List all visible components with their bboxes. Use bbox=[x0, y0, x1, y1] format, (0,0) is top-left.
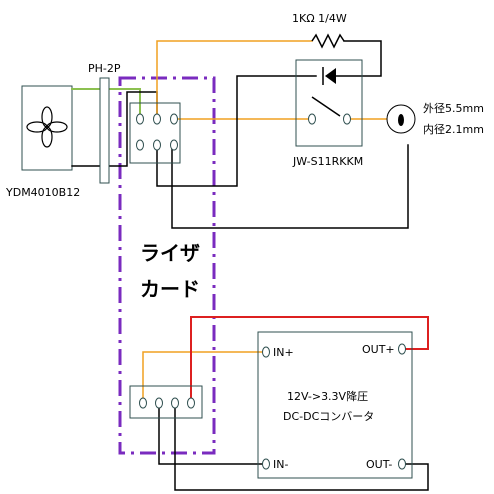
bottom-pin-3 bbox=[171, 397, 179, 409]
resistor-to-led-wire bbox=[335, 40, 382, 77]
riser-label-1: ライザ bbox=[140, 241, 200, 265]
bottom-pin-2 bbox=[155, 397, 163, 409]
bottom-pin-4 bbox=[187, 397, 195, 409]
jack-inner-label: 内径2.1mm bbox=[423, 122, 484, 136]
fan bbox=[21, 85, 73, 171]
led-to-pin-wire bbox=[156, 75, 317, 187]
in-plus-label: IN+ bbox=[273, 346, 294, 359]
top-pin-6 bbox=[170, 139, 178, 151]
riser-top-connector bbox=[129, 102, 181, 164]
in-minus-label: IN- bbox=[273, 458, 288, 471]
fan-model-label: YDM4010B12 bbox=[5, 186, 80, 199]
fan-icon bbox=[26, 106, 68, 148]
riser-card-outline bbox=[118, 76, 216, 455]
switch-box bbox=[295, 59, 363, 147]
out-minus-label: OUT- bbox=[366, 458, 392, 471]
out-plus-label: OUT+ bbox=[362, 343, 395, 356]
dc-jack-pin bbox=[398, 114, 404, 126]
out-minus-terminal bbox=[398, 458, 406, 470]
out-minus-wire bbox=[174, 402, 429, 491]
led-triangle bbox=[325, 68, 336, 84]
switch-terminal-right bbox=[343, 113, 351, 125]
riser-label-2: カード bbox=[140, 277, 200, 301]
top-pin-1 bbox=[136, 113, 144, 125]
resistor-icon bbox=[311, 33, 345, 49]
switch-lever bbox=[311, 96, 341, 117]
fan-green-wire bbox=[71, 88, 141, 120]
switch-terminal-left bbox=[308, 113, 316, 125]
in-plus-wire bbox=[142, 351, 265, 404]
top-pin-3 bbox=[170, 113, 178, 125]
jack-ground-wire bbox=[171, 144, 409, 229]
switch-model-label: JW-S11RKKM bbox=[292, 155, 363, 168]
ph2p-connector bbox=[99, 77, 110, 184]
in-plus-terminal bbox=[262, 346, 270, 358]
in-minus-terminal bbox=[262, 458, 270, 470]
top-pin-4 bbox=[136, 139, 144, 151]
riser-bottom-connector bbox=[129, 385, 203, 419]
out-plus-terminal bbox=[398, 343, 406, 355]
dcdc-converter-box bbox=[257, 331, 413, 479]
resistor-label: 1KΩ 1/4W bbox=[292, 12, 347, 25]
in-minus-wire bbox=[158, 402, 265, 465]
jack-outer-label: 外径5.5mm bbox=[423, 102, 484, 115]
connector-label: PH-2P bbox=[88, 62, 121, 75]
bottom-pin-1 bbox=[139, 397, 147, 409]
converter-label-1: 12V->3.3V降圧 bbox=[287, 389, 368, 403]
converter-label-2: DC-DCコンバータ bbox=[283, 410, 374, 423]
out-plus-red-wire bbox=[190, 316, 429, 404]
top-pin-5 bbox=[153, 139, 161, 151]
orange-wire-resistor bbox=[156, 40, 313, 120]
top-pin-2 bbox=[153, 113, 161, 125]
